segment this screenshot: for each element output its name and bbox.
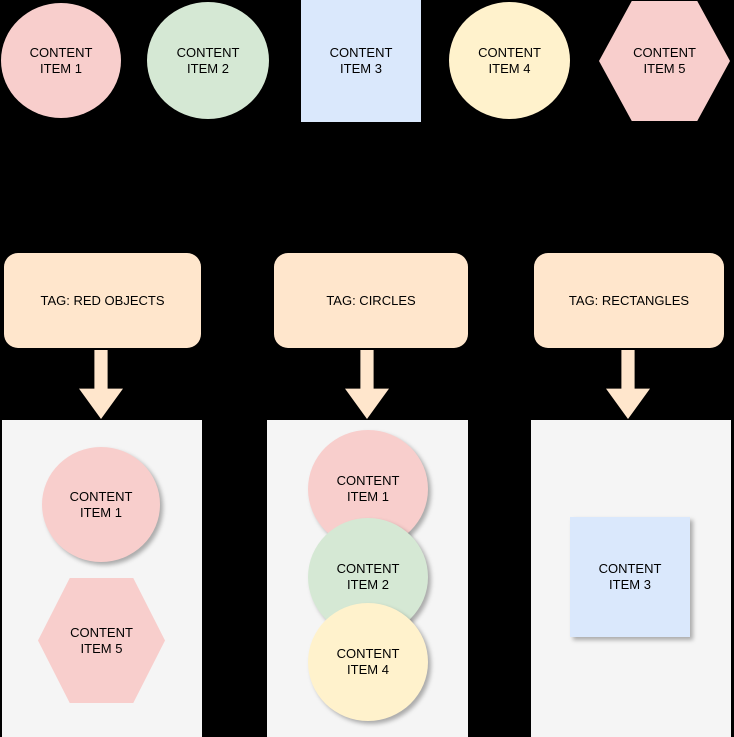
- tag-rectangles: TAG: RECTANGLES: [534, 253, 724, 348]
- content-item-1-circle: CONTENT ITEM 1: [1, 3, 121, 118]
- shape-label: CONTENT ITEM 5: [70, 624, 133, 656]
- group-rectangles-container: CONTENT ITEM 3: [531, 420, 731, 737]
- content-item-5-hexagon: CONTENT ITEM 5: [38, 578, 165, 703]
- shape-label: CONTENT ITEM 4: [478, 44, 541, 76]
- tag-circles: TAG: CIRCLES: [274, 253, 468, 348]
- shape-label: CONTENT ITEM 2: [336, 561, 400, 592]
- down-arrow-icon: [79, 350, 123, 419]
- tag-label: TAG: RECTANGLES: [568, 293, 690, 308]
- shape-label: CONTENT ITEM 2: [176, 44, 240, 76]
- shape-label: CONTENT ITEM 3: [598, 561, 662, 592]
- content-item-3-square: CONTENT ITEM 3: [301, 0, 421, 122]
- shape-label: CONTENT ITEM 3: [329, 45, 393, 76]
- content-item-5-hexagon: CONTENT ITEM 5: [599, 1, 730, 121]
- shape-label: CONTENT ITEM 5: [633, 45, 696, 76]
- group-red-objects-container: CONTENT ITEM 1 CONTENT ITEM 5: [2, 420, 202, 737]
- content-item-4-circle: CONTENT ITEM 4: [308, 603, 428, 721]
- shape-label: CONTENT ITEM 4: [336, 646, 400, 677]
- content-item-1-circle: CONTENT ITEM 1: [42, 447, 160, 562]
- down-arrow-icon: [606, 350, 650, 419]
- shape-label: CONTENT ITEM 1: [69, 488, 133, 520]
- shape-label: CONTENT ITEM 1: [29, 44, 93, 76]
- content-item-2-circle: CONTENT ITEM 2: [147, 2, 269, 119]
- group-circles-container: CONTENT ITEM 1 CONTENT ITEM 2 CONTENT IT…: [267, 420, 468, 737]
- content-item-4-circle: CONTENT ITEM 4: [449, 2, 570, 119]
- tag-label: TAG: RED OBJECTS: [40, 293, 165, 308]
- tag-label: TAG: CIRCLES: [326, 293, 416, 308]
- content-item-3-square: CONTENT ITEM 3: [570, 517, 690, 637]
- tag-red-objects: TAG: RED OBJECTS: [4, 253, 201, 348]
- down-arrow-icon: [345, 350, 389, 419]
- shape-label: CONTENT ITEM 1: [336, 473, 400, 504]
